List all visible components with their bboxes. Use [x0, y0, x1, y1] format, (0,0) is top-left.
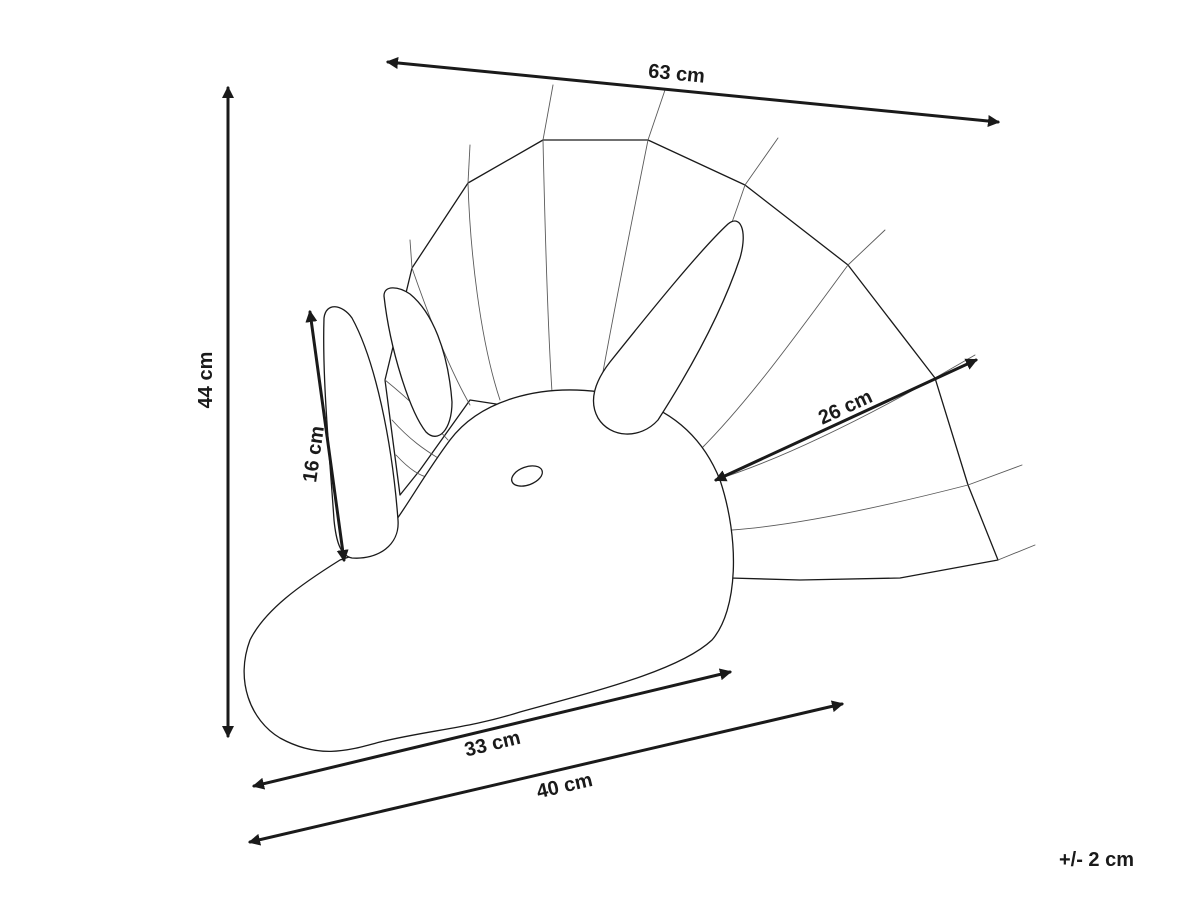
- triceratops-head-illustration: [243, 84, 1036, 753]
- head-length-label: 33 cm: [462, 727, 522, 762]
- width-top-arrow: [386, 57, 1000, 127]
- frill-arrow: [714, 358, 978, 482]
- eye: [511, 465, 543, 487]
- horn-length-arrow: [305, 310, 349, 562]
- width-top-label: 63 cm: [647, 60, 706, 87]
- right-brow-horn: [592, 220, 744, 435]
- base-length-arrow: [248, 700, 844, 846]
- nose-horn: [323, 306, 399, 559]
- horn-length-label: 16 cm: [299, 425, 329, 484]
- height-label: 44 cm: [195, 352, 217, 409]
- left-brow-horn: [383, 287, 453, 437]
- tolerance-label: +/- 2 cm: [1059, 849, 1134, 871]
- dimension-lines: [222, 57, 1000, 846]
